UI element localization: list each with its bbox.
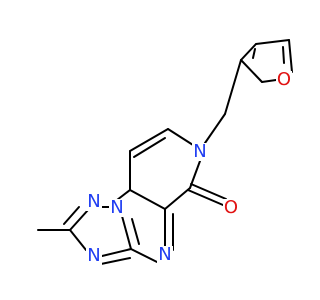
furan-bond-4 (255, 39, 290, 45)
atom-bridgehead-nitrogen: N (110, 197, 123, 218)
carbonyl-bond-1 (187, 189, 224, 206)
atom-bg-triazole-top-nitrogen (86, 193, 102, 211)
furan-bond-5 (240, 43, 257, 61)
atom-label-layer: O N O N N N N (86, 69, 292, 266)
atom-pyrimidine-nitrogen: N (158, 244, 171, 265)
atom-furan-oxygen: O (277, 69, 291, 90)
pyridone-double-1 (133, 137, 166, 158)
atom-pyridone-nitrogen: N (193, 141, 206, 162)
pyridone-bond-1 (167, 128, 194, 146)
atom-bg-pyrimidine-nitrogen (157, 246, 173, 264)
pyridone-bond-5 (164, 187, 191, 210)
pyrimidine-double-2 (131, 218, 140, 245)
atom-carbonyl-oxygen: O (224, 197, 238, 218)
pyrimidine-bond-1 (116, 189, 131, 201)
ch2-bond-1 (224, 59, 242, 115)
furan-bond-1 (240, 59, 263, 83)
atom-bg-triazole-left-nitrogen (86, 247, 102, 265)
atom-bg-furan-oxygen (276, 71, 292, 89)
bond-layer (37, 39, 293, 265)
atom-bg-bridgehead-nitrogen (109, 199, 125, 217)
carbonyl-bond-2 (190, 183, 227, 200)
atom-bg-carbonyl-oxygen (223, 199, 239, 217)
atom-triazole-left-nitrogen: N (87, 245, 100, 266)
molecule-svg: O N O N N N N (37, 39, 293, 266)
triazole-bond-4 (101, 248, 132, 257)
triazole-bond-3 (69, 229, 87, 251)
furan-bond-2 (261, 79, 277, 83)
furan-bond-3 (288, 39, 293, 73)
triazole-bond-2 (69, 209, 89, 231)
molecule-diagram: O N O N N N N (37, 39, 293, 266)
pyrimidine-bond-3 (130, 248, 158, 263)
triazole-double-1 (63, 206, 80, 225)
pyrimidine-bond-4 (121, 215, 132, 250)
furan-bond-6 (252, 48, 256, 59)
triazole-double-2 (100, 257, 131, 265)
pyridone-bond-2 (129, 128, 169, 152)
ch2-bond-2 (204, 113, 226, 144)
furan-bond-7 (282, 46, 285, 64)
atom-triazole-top-nitrogen: N (87, 191, 100, 212)
atom-bg-pyridone-nitrogen (192, 143, 208, 161)
pyridone-bond-4 (129, 189, 166, 210)
